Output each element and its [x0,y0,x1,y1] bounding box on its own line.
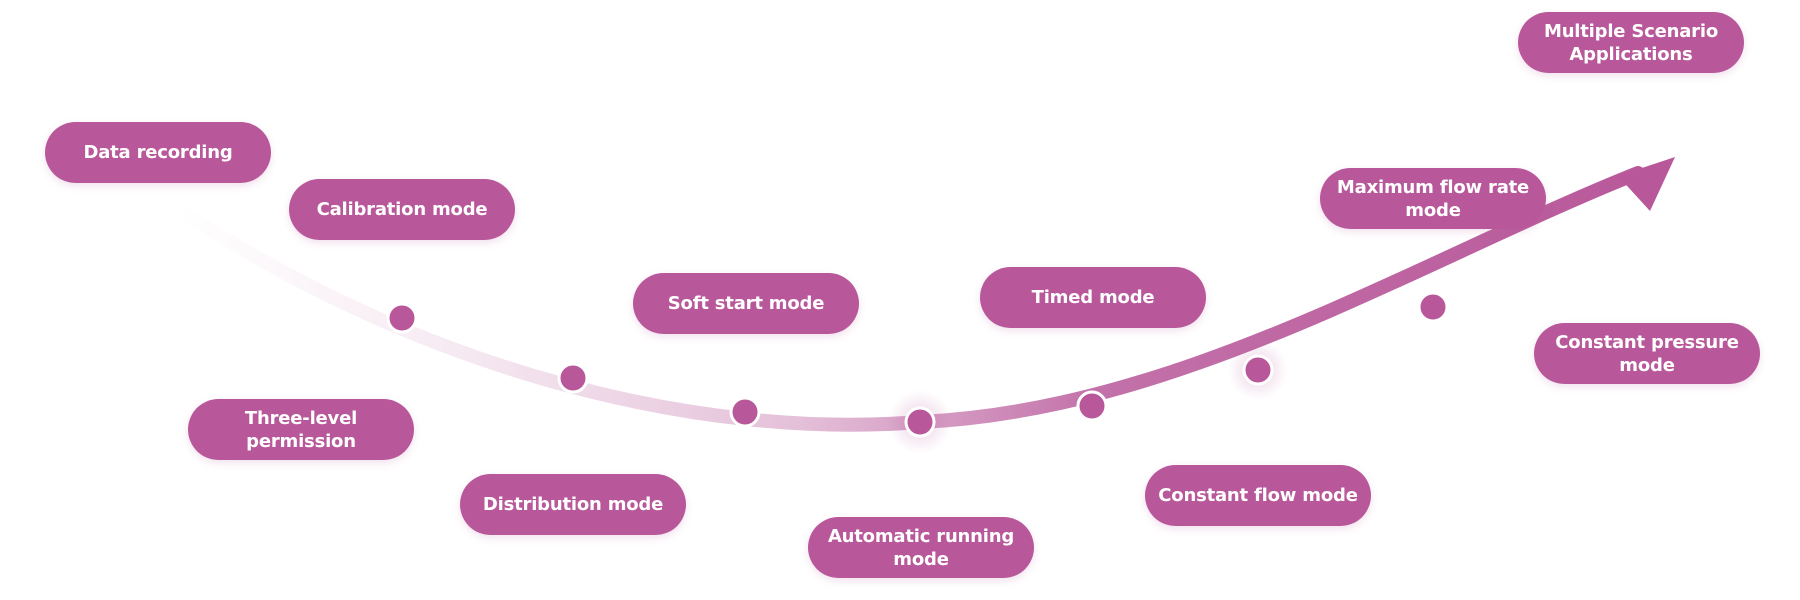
label-multiple-scenario-applications: Multiple Scenario Applications [1518,12,1744,73]
label-text: Timed mode [1031,287,1155,308]
arrow-head-icon [1618,157,1675,211]
label-data-recording: Data recording [45,122,271,183]
label-text: Soft start mode [667,293,825,314]
label-three-level-permission: Three-level permission [188,399,414,460]
label-text: Distribution mode [482,494,664,515]
label-calibration-mode: Calibration mode [289,179,515,240]
label-maximum-flow-rate-mode: Maximum flow rate mode [1320,168,1546,229]
label-automatic-running-mode: Automatic running mode [808,517,1034,578]
label-text: Constant pressure mode [1555,331,1739,376]
label-constant-pressure-mode: Constant pressure mode [1534,323,1760,384]
label-soft-start-mode: Soft start mode [633,273,859,334]
milestone-node [386,302,418,334]
label-text: Data recording [83,142,233,163]
label-text: Automatic running mode [827,525,1015,570]
label-text: Calibration mode [316,199,488,220]
label-text: Three-level permission [244,407,358,452]
label-constant-flow-mode: Constant flow mode [1145,465,1371,526]
milestone-node [1076,390,1108,422]
milestone-node [1242,354,1274,386]
label-distribution-mode: Distribution mode [460,474,686,535]
label-timed-mode: Timed mode [980,267,1206,328]
milestone-nodes [386,291,1449,438]
milestone-node [1417,291,1449,323]
milestone-node [557,362,589,394]
label-text: Constant flow mode [1158,485,1358,506]
milestone-node [904,406,936,438]
label-text: Maximum flow rate mode [1336,176,1530,221]
label-text: Multiple Scenario Applications [1543,20,1719,65]
milestone-node [729,396,761,428]
